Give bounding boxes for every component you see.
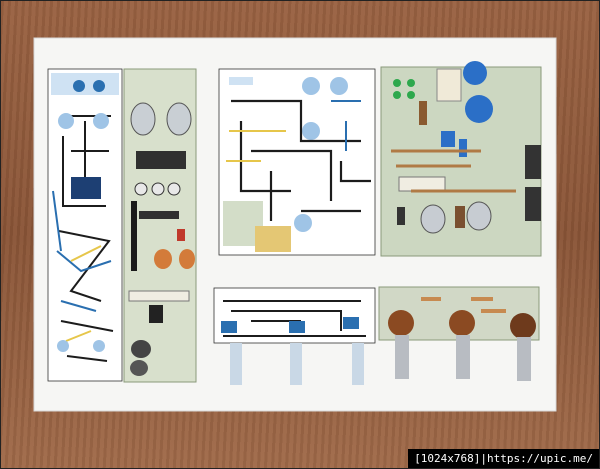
pcb-layout-center	[218, 68, 376, 256]
led	[393, 79, 401, 87]
component-board-right	[380, 61, 542, 257]
electrolytic-capacitor	[166, 102, 192, 136]
component-board-tone	[378, 286, 540, 381]
electrolytic-capacitor	[463, 61, 487, 85]
component-board-left	[123, 68, 197, 383]
pcb-layout-tone	[213, 287, 376, 385]
electrolytic-capacitor	[130, 102, 156, 136]
pcb-layout-left	[47, 68, 123, 382]
potentiometer	[388, 310, 414, 336]
image-caption: [1024x768]|https://upic.me/	[408, 449, 599, 468]
